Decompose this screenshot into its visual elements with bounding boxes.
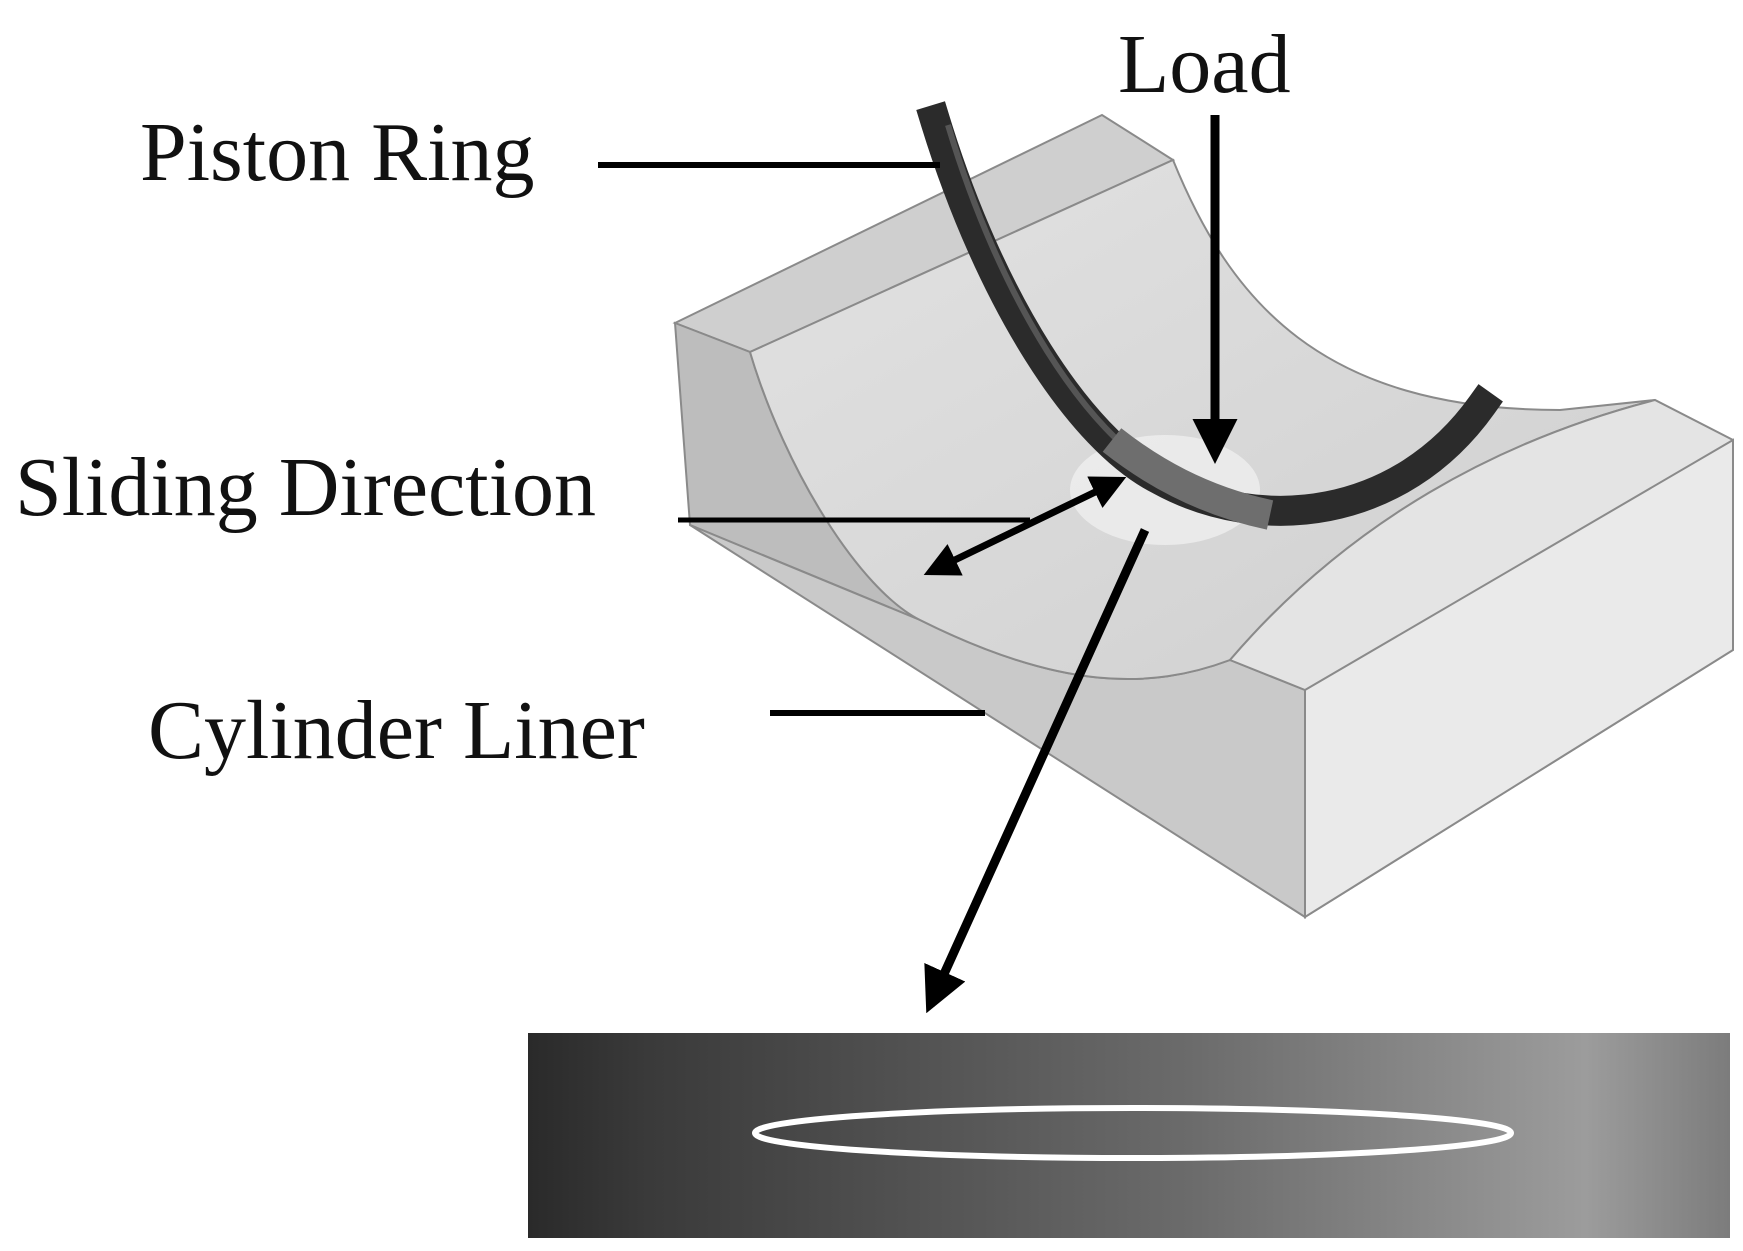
cylinder-liner-label: Cylinder Liner: [148, 684, 645, 777]
cross-section-strip: [528, 1033, 1730, 1238]
piston-ring-contact-segment: [1102, 428, 1274, 530]
arrows: [923, 115, 1238, 1014]
ring-contact-ellipse: [752, 1105, 1514, 1161]
piston-ring: [916, 101, 1503, 530]
sliding-direction-label: Sliding Direction: [15, 441, 596, 534]
zoom-arrow: [924, 528, 1150, 1014]
liner-cross-section: [528, 1033, 1730, 1238]
piston-ring-label: Piston Ring: [140, 106, 534, 199]
sliding-direction-arrow: [923, 476, 1127, 576]
load-label: Load: [1118, 18, 1291, 111]
liner-right-block-face: [1304, 438, 1734, 919]
